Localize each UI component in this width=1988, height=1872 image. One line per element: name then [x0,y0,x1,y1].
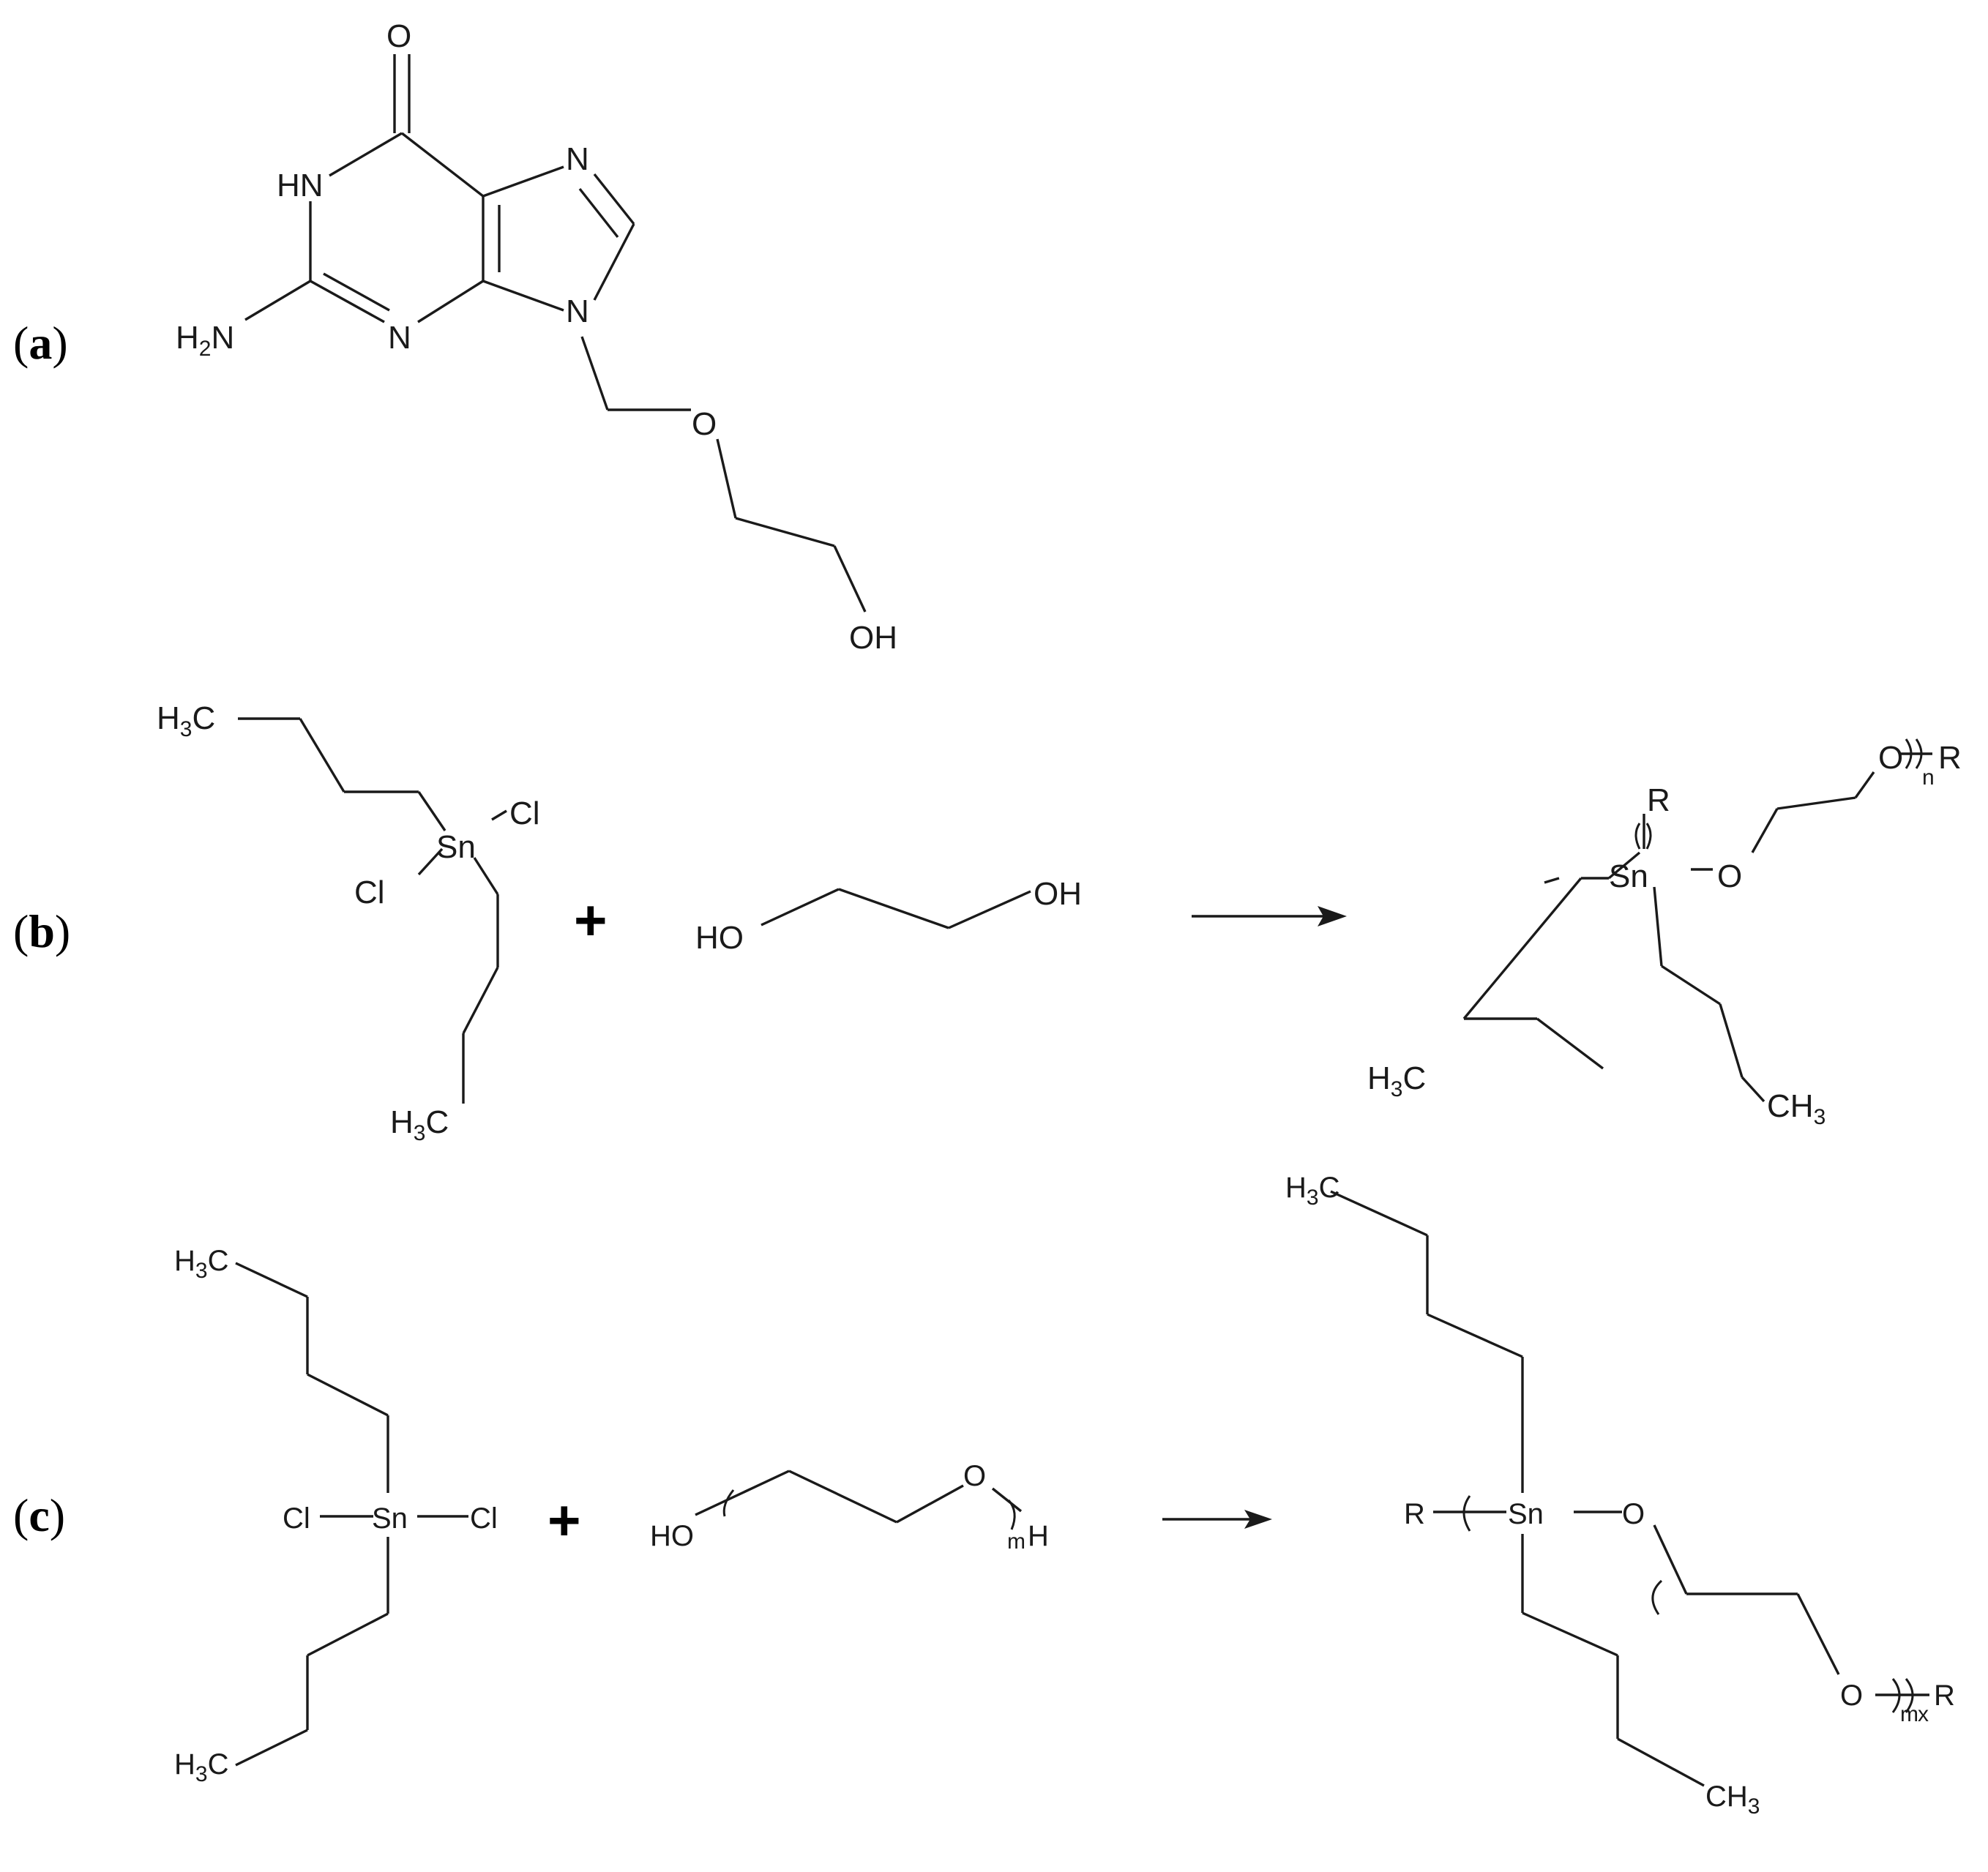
ethylene-glycol: HO OH [695,876,1082,956]
atom-n9: N [566,293,589,329]
product-c: H3C R Sn O O m x R CH3 [1285,1172,1955,1819]
atom-h3c-top: H3C [157,700,215,741]
polyethylene-glycol: HO O m H [650,1460,1049,1554]
atom-oh: OH [849,620,897,656]
atom-sn: Sn [372,1502,408,1535]
atom-o-1: O [1717,858,1742,894]
plus-sign-b: + [574,888,608,952]
atom-o: O [963,1460,986,1492]
atom-sn: Sn [1609,858,1648,894]
atom-r-left: R [1404,1498,1425,1530]
atom-r-end: R [1938,740,1962,776]
atom-o-1: O [1622,1498,1645,1530]
atom-ho: HO [695,920,744,956]
panel-a: (a) [13,18,897,656]
atom-nh: HN [277,168,324,203]
atom-n3: N [388,320,411,356]
atom-ho: HO [650,1520,694,1552]
atom-cl-1: Cl [509,795,540,831]
acyclovir-structure: O HN N N N H2N O OH [176,18,897,656]
atom-cl-2: Cl [354,875,385,910]
atom-sn: Sn [1508,1498,1544,1530]
subscript-m: m [1900,1702,1918,1726]
panel-b: (b) H3C Sn Cl Cl H3C + HO OH [13,700,1962,1145]
subscript-x: x [1918,1702,1929,1726]
atom-ch3: CH3 [1705,1781,1760,1819]
panel-c: (c) H3C Cl Sn Cl H3C + [13,1172,1955,1819]
subscript-m: m [1007,1530,1025,1554]
atom-oh: OH [1034,876,1082,912]
atom-o-2: O [1840,1680,1863,1712]
atom-sn: Sn [436,829,476,865]
atom-r-top: R [1647,782,1670,818]
atom-ch3: CH3 [1767,1088,1826,1129]
reaction-arrow-b [1192,906,1347,926]
atom-h3c: H3C [1285,1172,1339,1210]
plus-sign-c: + [548,1488,581,1552]
atom-h3c: H3C [1367,1060,1426,1101]
atom-cl-left: Cl [283,1502,310,1535]
atom-nh2: H2N [176,320,234,361]
product-b: R Sn O O n R H3C CH3 [1367,738,1962,1129]
atom-o-carbonyl: O [386,18,411,54]
subscript-n: n [1922,765,1935,790]
panel-c-label: (c) [13,1489,65,1541]
atom-h3c-top: H3C [174,1245,228,1283]
reaction-arrow-c [1162,1510,1272,1529]
panel-a-label: (a) [13,317,68,369]
dibutyltin-dichloride-b: H3C Sn Cl Cl H3C [157,700,540,1145]
atom-n7: N [566,141,589,177]
atom-h3c-bottom: H3C [390,1104,449,1145]
panel-b-label: (b) [13,905,70,957]
atom-cl-right: Cl [470,1502,498,1535]
atom-r-end: R [1934,1680,1955,1712]
atom-h: H [1028,1520,1049,1552]
atom-o-2: O [1878,740,1903,776]
dibutyltin-dichloride-c: H3C Cl Sn Cl H3C [174,1245,498,1786]
atom-h3c-bottom: H3C [174,1748,228,1786]
atom-o-ether: O [692,406,717,442]
